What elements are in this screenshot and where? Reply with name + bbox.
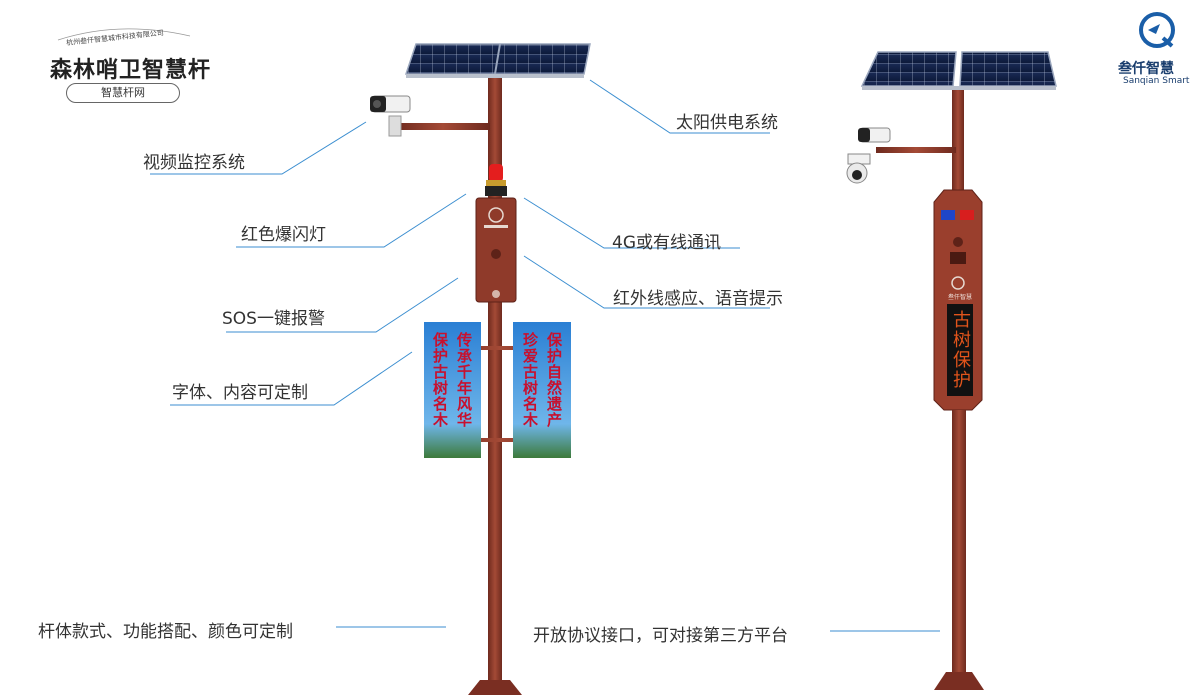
- banner-left-b-text: 传承千年风华: [455, 332, 473, 428]
- callout-comm: 4G或有线通讯: [612, 233, 721, 253]
- sanqian-logo-icon: [1139, 12, 1175, 48]
- banner-left-a-text: 保护古树名木: [431, 332, 449, 428]
- banner-right-b-text: 保护自然遗产: [545, 332, 563, 428]
- line-font: [170, 351, 413, 406]
- left-bullet-camera: [370, 95, 411, 113]
- callout-pole-style: 杆体款式、功能搭配、颜色可定制: [38, 622, 293, 642]
- callout-flash: 红色爆闪灯: [241, 225, 326, 245]
- line-flash: [236, 193, 467, 248]
- left-pole-base: [468, 680, 522, 695]
- right-camera-arm: [876, 147, 956, 153]
- left-banner-a: [424, 322, 481, 458]
- callout-sos: SOS一键报警: [222, 309, 325, 329]
- line-infrared: [523, 255, 770, 309]
- left-red-flash-light: [485, 164, 507, 196]
- cabinet-logo-text: 叁仟智慧: [948, 294, 973, 301]
- left-camera-arm: [396, 123, 490, 130]
- right-pole-upper: [952, 90, 964, 190]
- left-solar-panel: [404, 43, 591, 78]
- right-pole-base: [934, 672, 984, 690]
- right-dome-camera: [846, 153, 871, 184]
- banner-right-a-text: 珍爱古树名木: [521, 332, 539, 428]
- line-sos: [226, 277, 459, 333]
- line-camera: [150, 121, 367, 175]
- right-pole-lower: [952, 410, 966, 680]
- brand-site: 智慧杆网: [66, 83, 180, 103]
- line-comm: [523, 197, 740, 249]
- brand-arc: [57, 28, 191, 41]
- line-solar: [589, 79, 770, 134]
- right-solar-panel: [860, 51, 1057, 90]
- led-screen: 古树保护: [947, 304, 973, 396]
- logo-name-cn: 叁仟智慧: [1118, 61, 1174, 77]
- brand-title: 森林哨卫智慧杆: [50, 58, 212, 83]
- logo-name-en: Sanqian Smart: [1123, 76, 1190, 86]
- callout-font: 字体、内容可定制: [172, 383, 308, 403]
- callout-protocol: 开放协议接口，可对接第三方平台: [533, 626, 788, 646]
- callout-camera: 视频监控系统: [143, 153, 245, 173]
- callout-lines: [150, 79, 940, 632]
- left-control-cabinet: [475, 197, 517, 303]
- callout-solar: 太阳供电系统: [676, 113, 778, 133]
- left-banner-b: [513, 322, 571, 458]
- left-pole-assembly: [370, 43, 591, 695]
- right-bullet-camera: [858, 127, 891, 143]
- callout-infrared: 红外线感应、语音提示: [613, 289, 783, 309]
